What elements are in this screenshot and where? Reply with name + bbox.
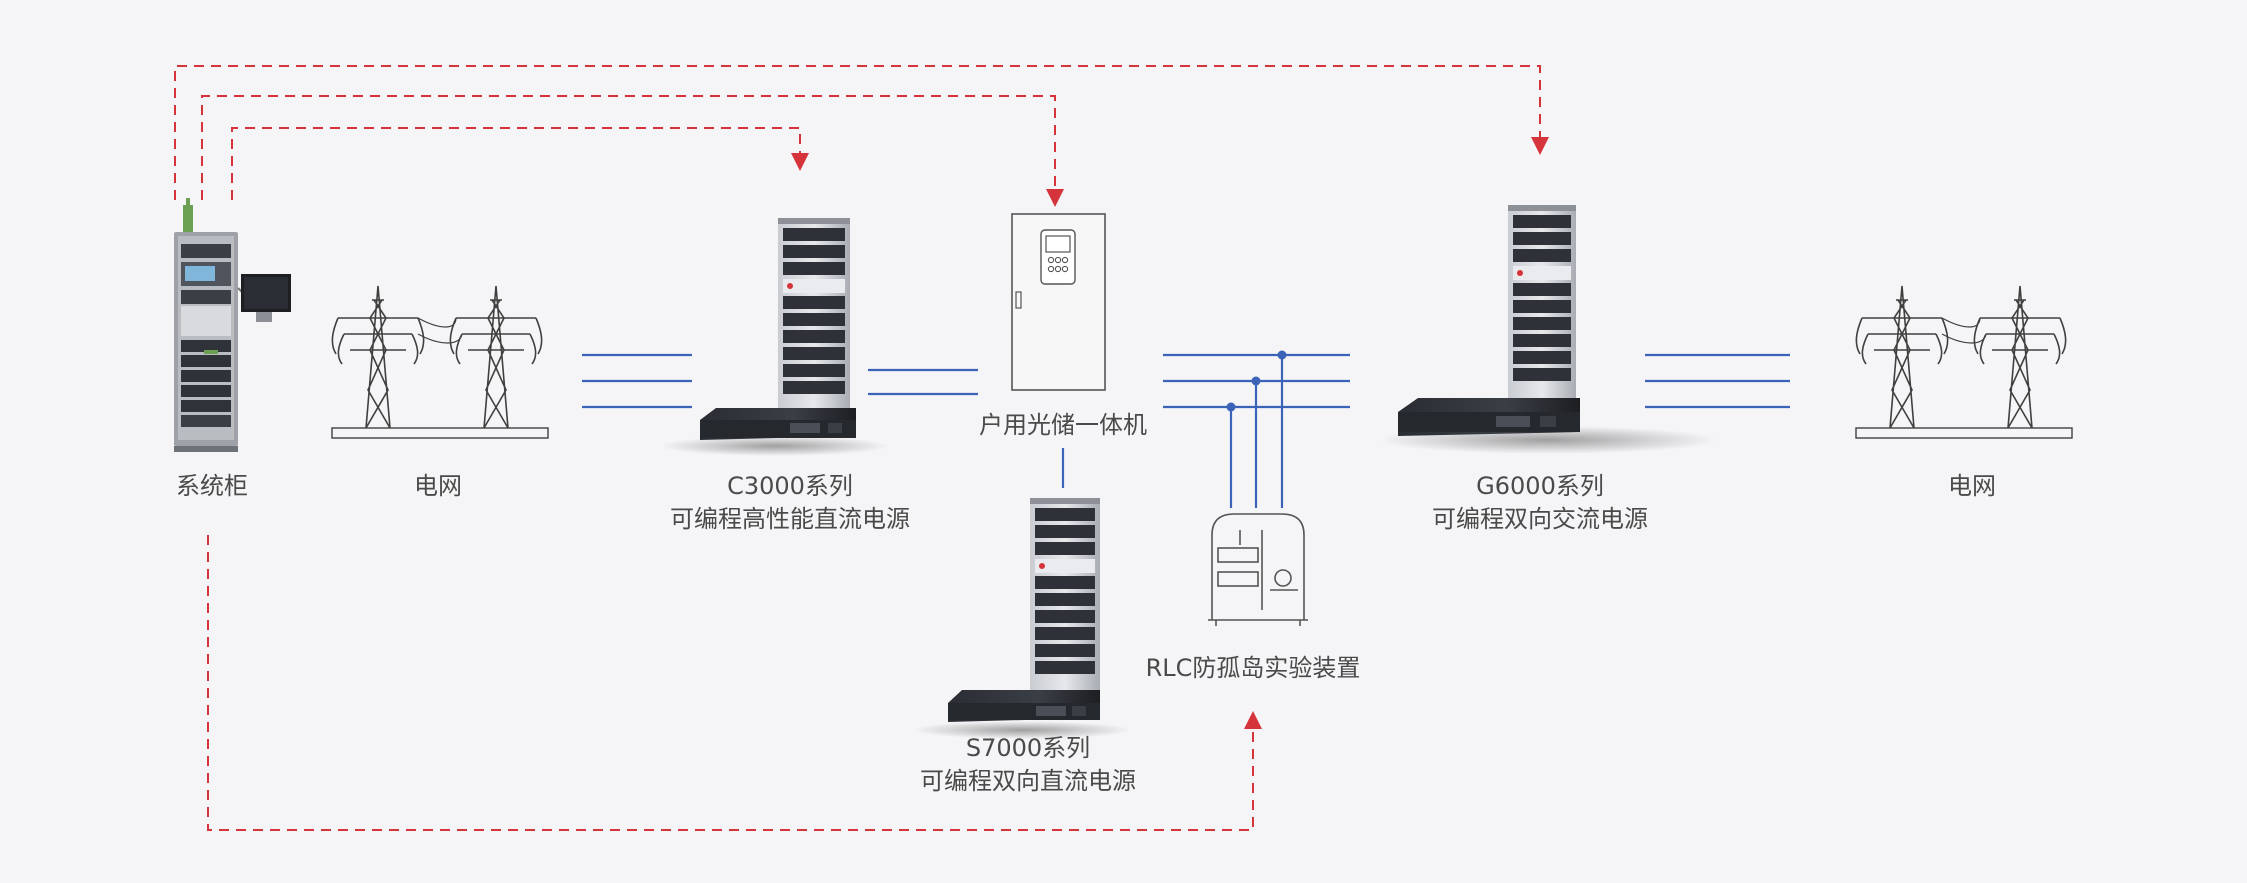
pv-storage-image xyxy=(1011,213,1106,391)
grid-right-image xyxy=(1855,285,2073,439)
grid-left-name: 电网 xyxy=(414,472,462,500)
grid-right-label: 电网 xyxy=(1948,470,1996,503)
grid-right-name: 电网 xyxy=(1948,472,1996,500)
rlc-name: RLC防孤岛实验装置 xyxy=(1145,654,1361,682)
grid-left-image xyxy=(331,285,549,439)
pv-storage-label: 户用光储一体机 xyxy=(979,409,1147,442)
tower xyxy=(331,285,425,429)
g6000-description: 可编程双向交流电源 xyxy=(1432,505,1648,533)
pv-storage-name: 户用光储一体机 xyxy=(979,411,1147,439)
tower xyxy=(1855,285,1949,429)
g6000-series-name: G6000系列 xyxy=(1476,472,1604,500)
control-line-to-pv-storage xyxy=(201,95,1064,207)
c3000-label: C3000系列 可编程高性能直流电源 xyxy=(670,470,910,536)
g6000-image xyxy=(1378,205,1718,454)
control-line-to-c3000 xyxy=(231,127,809,200)
c3000-image xyxy=(660,218,890,456)
s7000-description: 可编程双向直流电源 xyxy=(920,767,1136,795)
tower xyxy=(449,285,543,429)
s7000-series-name: S7000系列 xyxy=(965,734,1091,762)
junction-dot xyxy=(1251,376,1261,386)
g6000-label: G6000系列 可编程双向交流电源 xyxy=(1432,470,1648,536)
junction-dot xyxy=(1226,402,1236,412)
rlc-label: RLC防孤岛实验装置 xyxy=(1146,652,1361,685)
control-line-to-g6000 xyxy=(174,65,1549,200)
s7000-image xyxy=(912,498,1132,739)
junction-dot xyxy=(1277,350,1287,360)
control-lines xyxy=(174,65,1549,831)
c3000-series-name: C3000系列 xyxy=(727,472,853,500)
system-cabinet-label: 系统柜 xyxy=(176,470,248,503)
junction-dots xyxy=(1226,350,1287,412)
control-line-to-rlc xyxy=(207,535,1262,831)
rlc-image xyxy=(1208,513,1308,626)
grid-left-label: 电网 xyxy=(414,470,462,503)
system-cabinet-name: 系统柜 xyxy=(176,472,248,500)
s7000-label: S7000系列 可编程双向直流电源 xyxy=(920,732,1136,798)
system-cabinet-image xyxy=(174,198,291,452)
c3000-description: 可编程高性能直流电源 xyxy=(670,505,910,533)
tower xyxy=(1973,285,2067,429)
